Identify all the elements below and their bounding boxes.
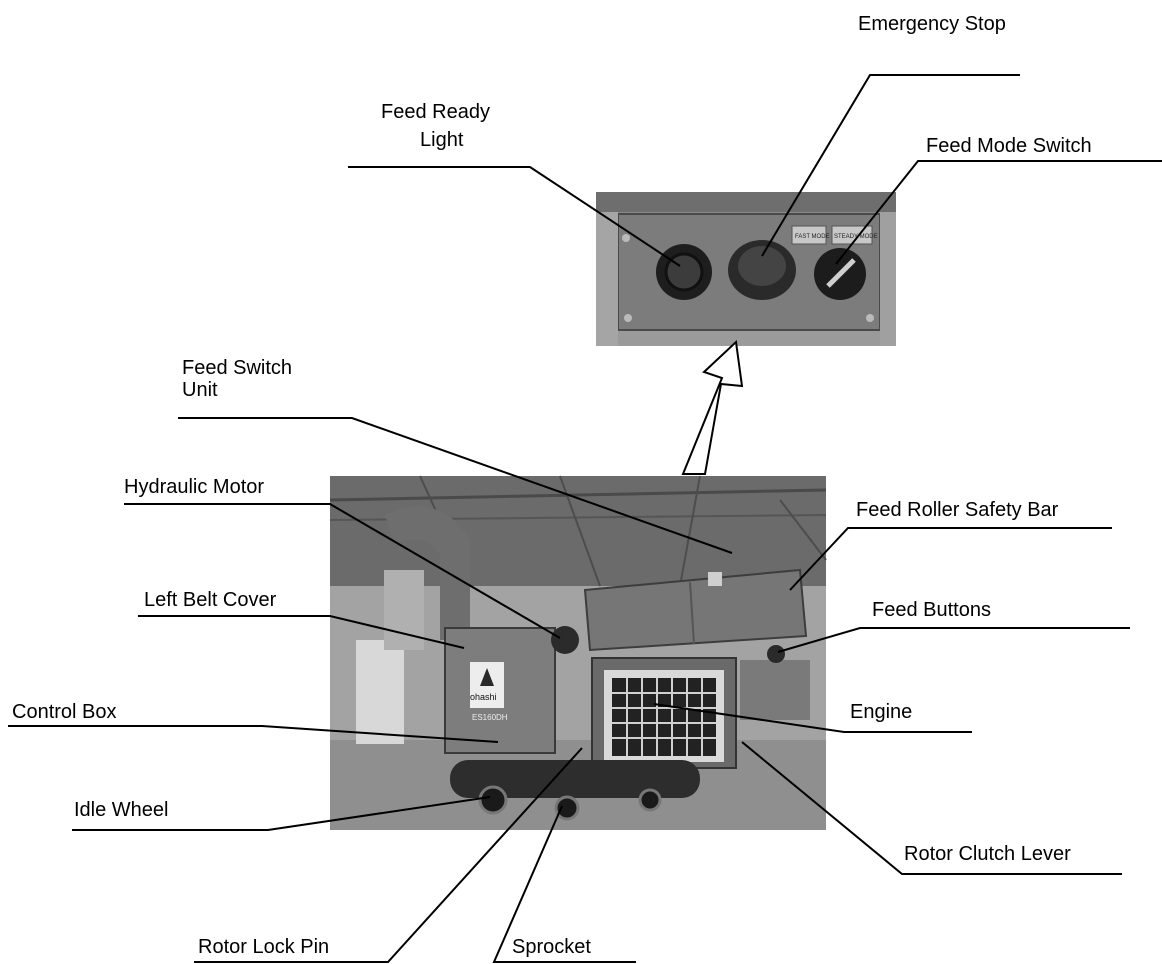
label-left-belt-cover: Left Belt Cover [144, 589, 277, 611]
fast-mode-plate-label: FAST MODE [795, 234, 830, 240]
label-feed-switch-unit-line2: Unit [182, 379, 218, 401]
label-engine: Engine [850, 701, 912, 723]
brand-plate: ohashi [470, 692, 497, 702]
engine-grille [612, 678, 716, 756]
label-feed-ready-light-line1: Feed Ready [381, 101, 490, 123]
label-emergency-stop: Emergency Stop [858, 13, 1006, 35]
sprocket-shape [556, 797, 578, 819]
label-feed-ready-light-line2: Light [420, 129, 464, 151]
label-sprocket: Sprocket [512, 936, 591, 958]
label-hydraulic-motor: Hydraulic Motor [124, 476, 264, 498]
feed-switch-unit-photo: FAST MODE STEADY MODE [596, 192, 896, 346]
machine-photo: ohashi ES160DH [330, 476, 826, 830]
label-feed-buttons: Feed Buttons [872, 599, 991, 621]
label-feed-switch-unit-line1: Feed Switch [182, 357, 292, 379]
label-rotor-clutch-lever: Rotor Clutch Lever [904, 843, 1071, 865]
model-plate: ES160DH [472, 713, 508, 722]
label-idle-wheel: Idle Wheel [74, 799, 169, 821]
label-feed-roller-safety-bar: Feed Roller Safety Bar [856, 499, 1059, 521]
label-control-box: Control Box [12, 701, 117, 723]
unit-to-photo-arrow [683, 342, 742, 474]
label-feed-mode-switch: Feed Mode Switch [926, 135, 1092, 157]
idle-wheel-shape [480, 787, 506, 813]
label-rotor-lock-pin: Rotor Lock Pin [198, 936, 329, 958]
